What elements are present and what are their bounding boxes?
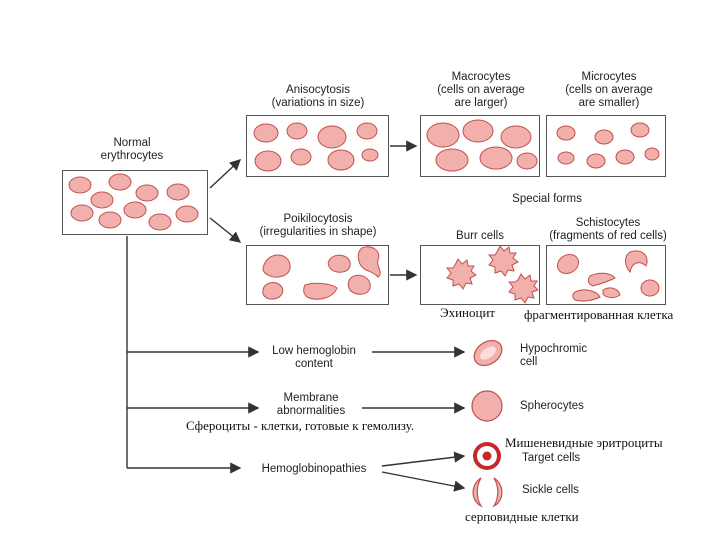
- microcytes-label: Microcytes (cells on average are smaller…: [565, 71, 653, 109]
- schistocyte-cells: [556, 250, 660, 302]
- ru-echinocyte-caption: Эхиноцит: [440, 305, 496, 321]
- hemoglobinopathies-label: Hemoglobinopathies: [261, 463, 367, 475]
- ru-fragmented-caption: фрагментированная клетка: [524, 307, 674, 323]
- burr-cells: [445, 245, 539, 304]
- normal-cells: [68, 173, 199, 231]
- target-cells-label: Target cells: [522, 452, 581, 464]
- burr-cells-label: Burr cells: [456, 230, 504, 242]
- low-hemoglobin-label: Low hemoglobin content: [272, 345, 356, 370]
- normal-erythrocytes-label: Normal erythrocytes: [100, 137, 164, 162]
- anisocytosis-label: Anisocytosis (variations in size): [271, 84, 365, 109]
- membrane-label: Membrane abnormalities: [276, 392, 346, 417]
- ru-target-caption: Мишеневидные эритроциты: [505, 435, 663, 451]
- ru-spherocytes-caption: Сфероциты - клетки, готовые к гемолизу.: [186, 418, 415, 434]
- microcyte-cells: [556, 122, 660, 169]
- arrow-to-poikilocytosis: [209, 217, 242, 243]
- legend-cells: [471, 339, 503, 508]
- spherocyte-icon: [471, 390, 503, 422]
- poikilocyte-cells: [262, 246, 381, 300]
- special-forms-label: Special forms: [512, 193, 582, 205]
- sickle-cells-label: Sickle cells: [522, 484, 579, 496]
- sickle-cell-icon: [472, 477, 483, 508]
- spherocytes-label: Spherocytes: [520, 400, 584, 412]
- arrow-to-target-cells: [381, 451, 466, 467]
- macrocytes-label: Macrocytes (cells on average are larger): [437, 71, 525, 109]
- hypochromic-label: Hypochromic cell: [520, 343, 588, 368]
- ru-sickle-caption: серповидные клетки: [465, 509, 579, 525]
- anisocytosis-cells: [253, 122, 379, 172]
- macrocyte-cells: [426, 119, 538, 172]
- schistocytes-label: Schistocytes (fragments of red cells): [549, 217, 667, 242]
- connector-lines: [126, 140, 466, 492]
- arrow-to-anisocytosis: [209, 159, 242, 189]
- poikilocytosis-label: Poikilocytosis (irregularities in shape): [259, 213, 377, 238]
- arrow-to-sickle-cells: [381, 471, 466, 492]
